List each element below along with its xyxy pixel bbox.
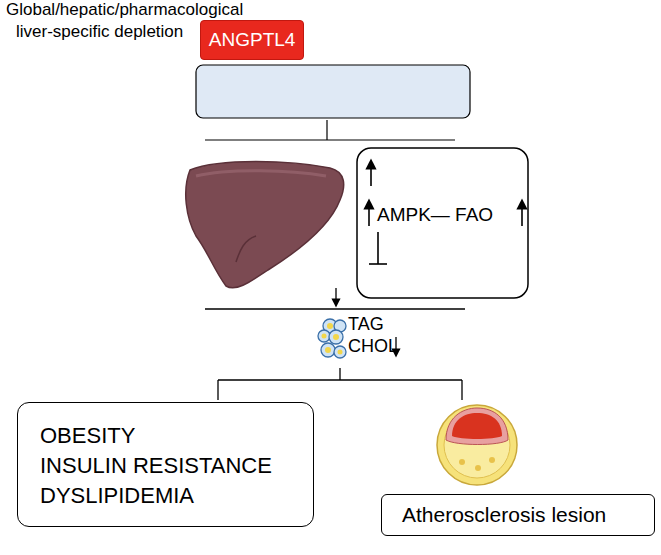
text-label: Global/hepatic/pharmacological [6,0,243,20]
node-text: OBESITY [40,421,313,451]
node-text: AMPK— FAO [377,204,493,226]
lipid-droplets [318,319,346,358]
artery-illustration [437,405,517,485]
node-text: ANGPTL4 [209,29,296,51]
outcome-box: OBESITYINSULIN RESISTANCEDYSLIPIDEMIA [17,402,314,527]
pathway-arrows [369,164,522,264]
bracket [205,120,455,140]
text-label: liver-specific depletion [16,22,183,42]
node-text: DYSLIPIDEMIA [40,481,313,511]
node-text: Atherosclerosis lesion [402,503,606,527]
empty-panel [196,65,470,118]
connector-lines [205,288,465,400]
outcome-box: Atherosclerosis lesion [381,494,655,536]
node-text: INSULIN RESISTANCE [40,451,313,481]
text-label: CHOL [348,336,398,357]
pathway-box: AMPK— FAO [357,148,528,298]
pathway-panel [357,148,528,298]
protein-box: ANGPTL4 [200,20,304,60]
text-label: TAG [348,314,384,335]
liver-illustration [186,162,344,288]
